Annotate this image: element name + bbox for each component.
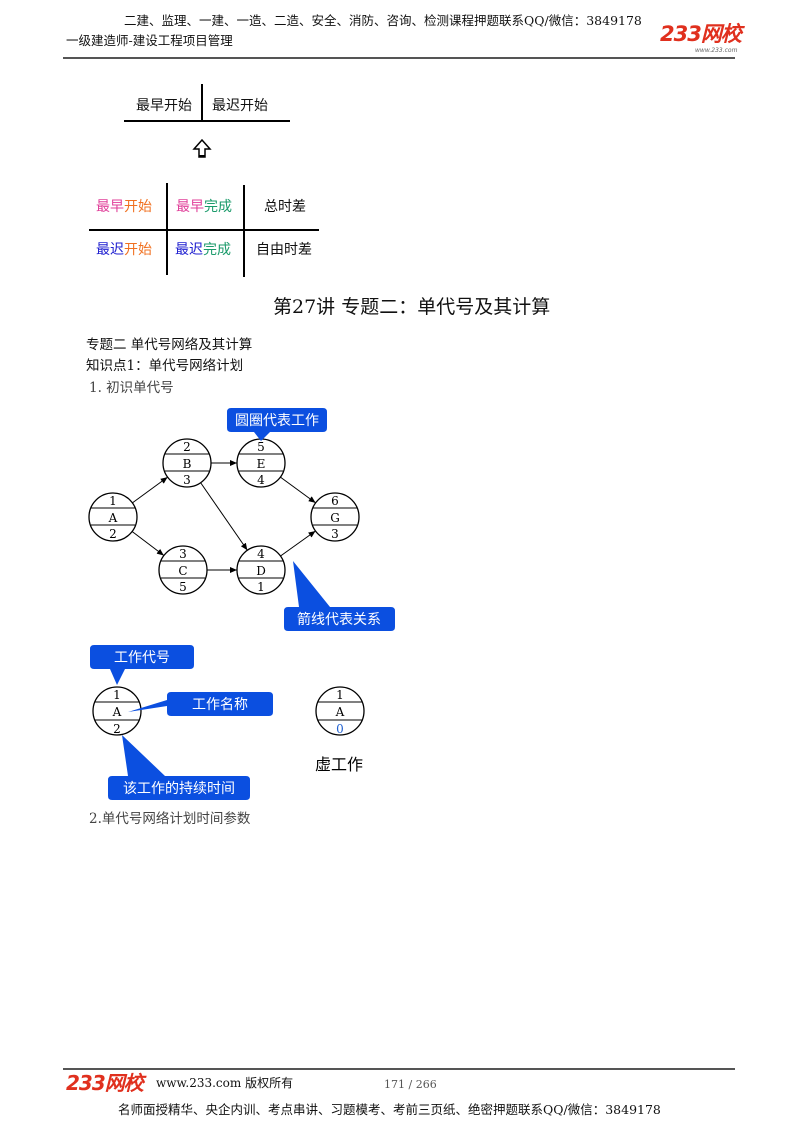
up-arrow-icon: [192, 138, 212, 158]
legend-node: 1 A 2: [92, 686, 142, 736]
node-circle: [88, 492, 138, 542]
virtual-node-code: 1: [336, 688, 344, 702]
footer-promo: 名师面授精华、央企内训、考点串讲、习题模考、考前三页纸、绝密押题联系QQ/微信：…: [118, 1102, 661, 1117]
callout-work-code-text: 工作代号: [114, 650, 170, 666]
callout-circle-represents-work: 圆圈代表工作: [227, 408, 327, 441]
node-D: 4D 1: [236, 545, 286, 595]
node-name: E: [257, 457, 266, 471]
node-code: 4: [257, 547, 265, 561]
node-duration: 5: [179, 580, 187, 594]
footer-divider: [63, 1068, 735, 1070]
node-name: G: [330, 511, 340, 525]
edge-A-B: [132, 476, 168, 504]
grid-total-float: 总时差: [264, 199, 306, 215]
top-table-latest-start: 最迟开始: [212, 98, 268, 114]
node-name: B: [183, 457, 192, 471]
top-table-divider: [201, 84, 203, 122]
node-name: A: [108, 511, 118, 525]
callout-work-duration: 该工作的持续时间: [108, 735, 250, 800]
edge-A-C: [131, 531, 165, 556]
node-name: C: [178, 564, 187, 578]
edge-E-G: [280, 476, 316, 504]
node-circle: [310, 492, 360, 542]
header-promo: 二建、监理、一建、一造、二造、安全、消防、咨询、检测课程押题联系QQ/微信：38…: [124, 13, 642, 28]
callout-work-name-text: 工作名称: [192, 697, 248, 713]
node-G: 6G 3: [310, 492, 360, 542]
node-circle: [162, 438, 212, 488]
grid-row-divider: [89, 229, 319, 231]
callout-arrow-text: 箭线代表关系: [297, 611, 381, 628]
page-number: 171 / 266: [384, 1078, 437, 1091]
virtual-work-label: 虚工作: [315, 755, 363, 774]
node-code: 1: [109, 494, 117, 508]
grid-latest-start: 最迟开始: [96, 242, 152, 258]
legend-node-code: 1: [113, 688, 121, 702]
node-code: 3: [179, 547, 187, 561]
grid-earliest-start: 最早开始: [96, 199, 152, 215]
edge-D-G: [280, 530, 316, 557]
node-code: 2: [183, 440, 191, 454]
header-divider: [63, 57, 735, 59]
footer-copyright: www.233.com 版权所有: [156, 1076, 294, 1090]
edge-B-D: [200, 482, 248, 551]
node-duration: 3: [331, 527, 339, 541]
callout-arrow-represents-relation: 箭线代表关系: [284, 561, 395, 631]
header-logo-url: www.233.com: [695, 47, 738, 54]
top-table-earliest-start: 最早开始: [136, 98, 192, 114]
node-code: 6: [331, 494, 339, 508]
callout-work-code: 工作代号: [90, 645, 194, 685]
callout-work-name: 工作名称: [128, 692, 273, 716]
node-name: D: [256, 564, 266, 578]
node-duration: 3: [183, 473, 191, 487]
legend-node-duration: 2: [113, 722, 121, 736]
top-table-baseline: [124, 120, 290, 122]
node-duration: 2: [109, 527, 117, 541]
legend-node-name: A: [112, 705, 122, 719]
node-code: 5: [257, 440, 265, 454]
node-duration: 1: [257, 580, 265, 594]
section-item2: 2.单代号网络计划时间参数: [89, 811, 251, 827]
node-duration: 4: [257, 473, 265, 487]
grid-divider-2: [243, 185, 245, 277]
header-logo: 233网校: [660, 22, 742, 46]
section-knowledge: 知识点1：单代号网络计划: [86, 358, 244, 374]
grid-free-float: 自由时差: [256, 242, 312, 258]
footer-logo: 233网校: [66, 1071, 144, 1095]
node-B: 2B 3: [162, 438, 212, 488]
node-circle: [236, 545, 286, 595]
grid-latest-finish: 最迟完成: [175, 242, 231, 258]
callout-work-duration-text: 该工作的持续时间: [123, 780, 235, 797]
header-subtitle: 一级建造师-建设工程项目管理: [66, 33, 233, 48]
callout-circle-text: 圆圈代表工作: [235, 413, 319, 429]
node-A: 1A 2: [88, 492, 138, 542]
section-topic: 专题二 单代号网络及其计算: [86, 337, 253, 353]
virtual-node-duration: 0: [336, 722, 344, 736]
virtual-work-node: 1 A 0: [315, 686, 365, 736]
node-C: 3C 5: [158, 545, 208, 595]
lecture-title: 第27讲 专题二：单代号及其计算: [273, 296, 551, 318]
node-circle: [158, 545, 208, 595]
virtual-node-name: A: [335, 705, 345, 719]
grid-earliest-finish: 最早完成: [176, 199, 232, 215]
section-item1: 1. 初识单代号: [89, 380, 174, 396]
node-E: 5E 4: [236, 438, 286, 488]
